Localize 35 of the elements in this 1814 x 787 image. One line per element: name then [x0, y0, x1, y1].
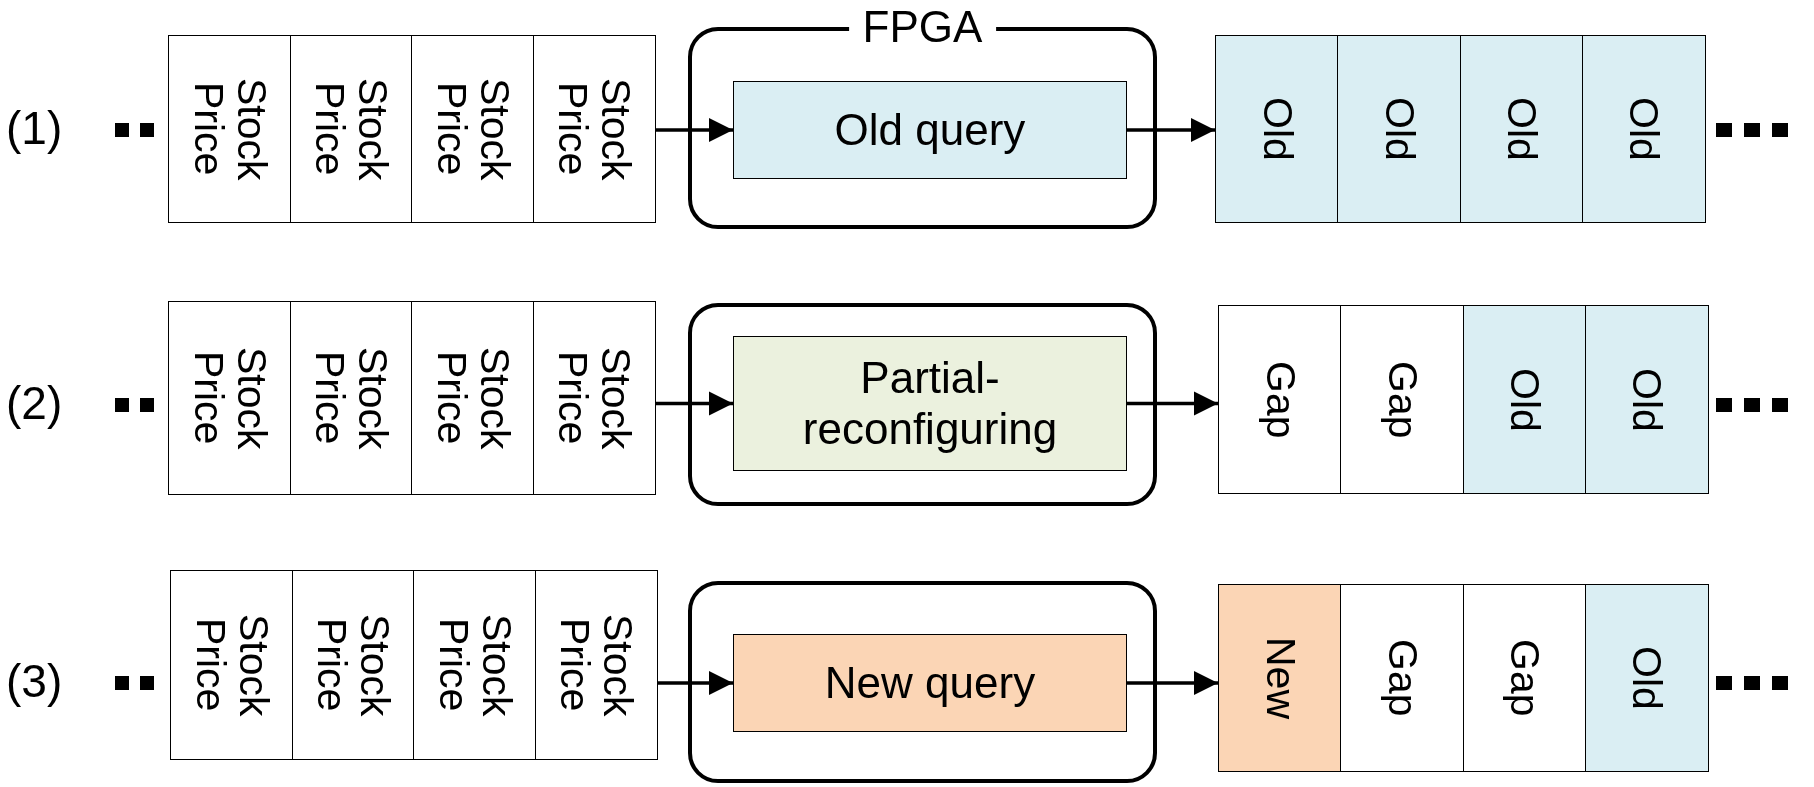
fpga-box — [688, 303, 1157, 506]
queue-cell: Old — [1584, 584, 1709, 772]
queue-cell: Old — [1459, 35, 1584, 223]
queue-cell: Old — [1337, 35, 1462, 223]
queue-cell: Stock Price — [170, 570, 293, 760]
queue-cell: Stock Price — [532, 35, 656, 223]
query-box: New query — [733, 634, 1127, 732]
queue-cell: Stock Price — [411, 301, 534, 495]
queue-cell: Old — [1215, 35, 1339, 223]
arrow — [654, 391, 733, 416]
queue-cell: Old — [1584, 305, 1709, 494]
arrow — [656, 670, 733, 696]
queue-cell: Gap — [1340, 305, 1465, 494]
fpga-box — [688, 581, 1157, 783]
queue-cell: Stock Price — [411, 35, 534, 223]
queue-cell: Old — [1581, 35, 1706, 223]
queue-cell: New — [1218, 584, 1342, 772]
arrow — [1126, 670, 1218, 696]
queue-cell: Stock Price — [168, 301, 291, 495]
queue-cell: Gap — [1218, 305, 1342, 494]
queue-cell: Stock Price — [532, 301, 656, 495]
queue-cell: Stock Price — [289, 35, 413, 223]
queue-cell: Stock Price — [289, 301, 413, 495]
queue-cell: Stock Price — [168, 35, 291, 223]
queue-cell: Stock Price — [413, 570, 536, 760]
queue-cell: Old — [1462, 305, 1587, 494]
arrow — [1126, 391, 1218, 416]
arrow — [654, 117, 733, 143]
queue-cell: Gap — [1340, 584, 1465, 772]
query-box: Old query — [733, 81, 1127, 179]
query-box: Partial- reconfiguring — [733, 336, 1127, 471]
queue-cell: Gap — [1462, 584, 1587, 772]
arrow — [1126, 117, 1215, 143]
queue-cell: Stock Price — [291, 570, 415, 760]
queue-cell: Stock Price — [534, 570, 658, 760]
